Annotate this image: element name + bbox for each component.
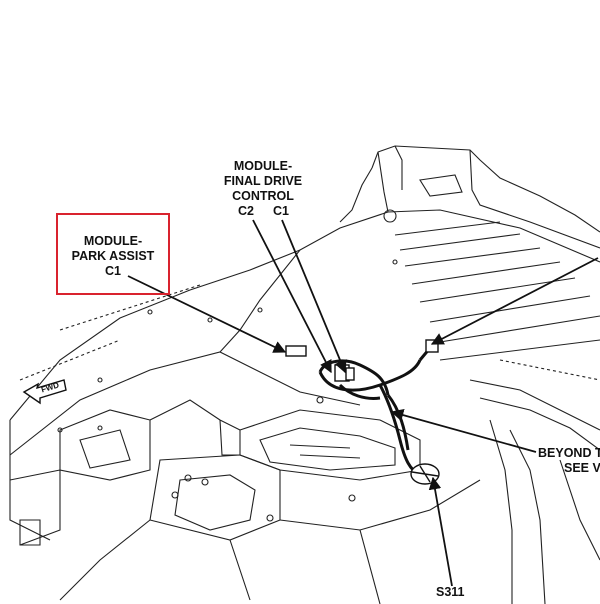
- callout-c1: C1: [273, 204, 289, 218]
- callout-park-assist: MODULE- PARK ASSIST C1: [60, 234, 166, 279]
- callout-park-assist-line1: MODULE-: [83, 234, 143, 248]
- callout-final-drive-line3: CONTROL: [232, 189, 294, 203]
- callout-final-drive: MODULE- FINAL DRIVE CONTROL: [218, 159, 308, 204]
- arrow-c1: [281, 219, 347, 374]
- callout-beyond-line2: SEE V: [564, 461, 600, 475]
- leader-arrows: [127, 219, 599, 587]
- callout-c2: C2: [238, 204, 254, 218]
- callout-final-drive-line2: FINAL DRIVE: [223, 174, 303, 188]
- callout-park-assist-line3: C1: [105, 264, 121, 278]
- arrow-right-connector: [430, 257, 599, 345]
- callout-final-drive-line1: MODULE-: [233, 159, 293, 173]
- arrow-park-assist: [127, 275, 287, 353]
- callout-beyond: BEYOND T SEE V: [538, 446, 600, 476]
- arrow-s311: [428, 476, 453, 587]
- arrow-c2: [252, 219, 332, 374]
- callout-park-assist-line2: PARK ASSIST: [71, 249, 155, 263]
- arrow-beyond: [390, 408, 537, 453]
- callout-beyond-line1: BEYOND T: [538, 446, 600, 460]
- park-assist-highlight-box: [56, 213, 170, 295]
- vehicle-body-outline: [9, 145, 600, 604]
- harness-connectors: [285, 339, 440, 485]
- callout-s311: S311: [436, 585, 465, 599]
- fwd-arrow-icon: [22, 379, 67, 405]
